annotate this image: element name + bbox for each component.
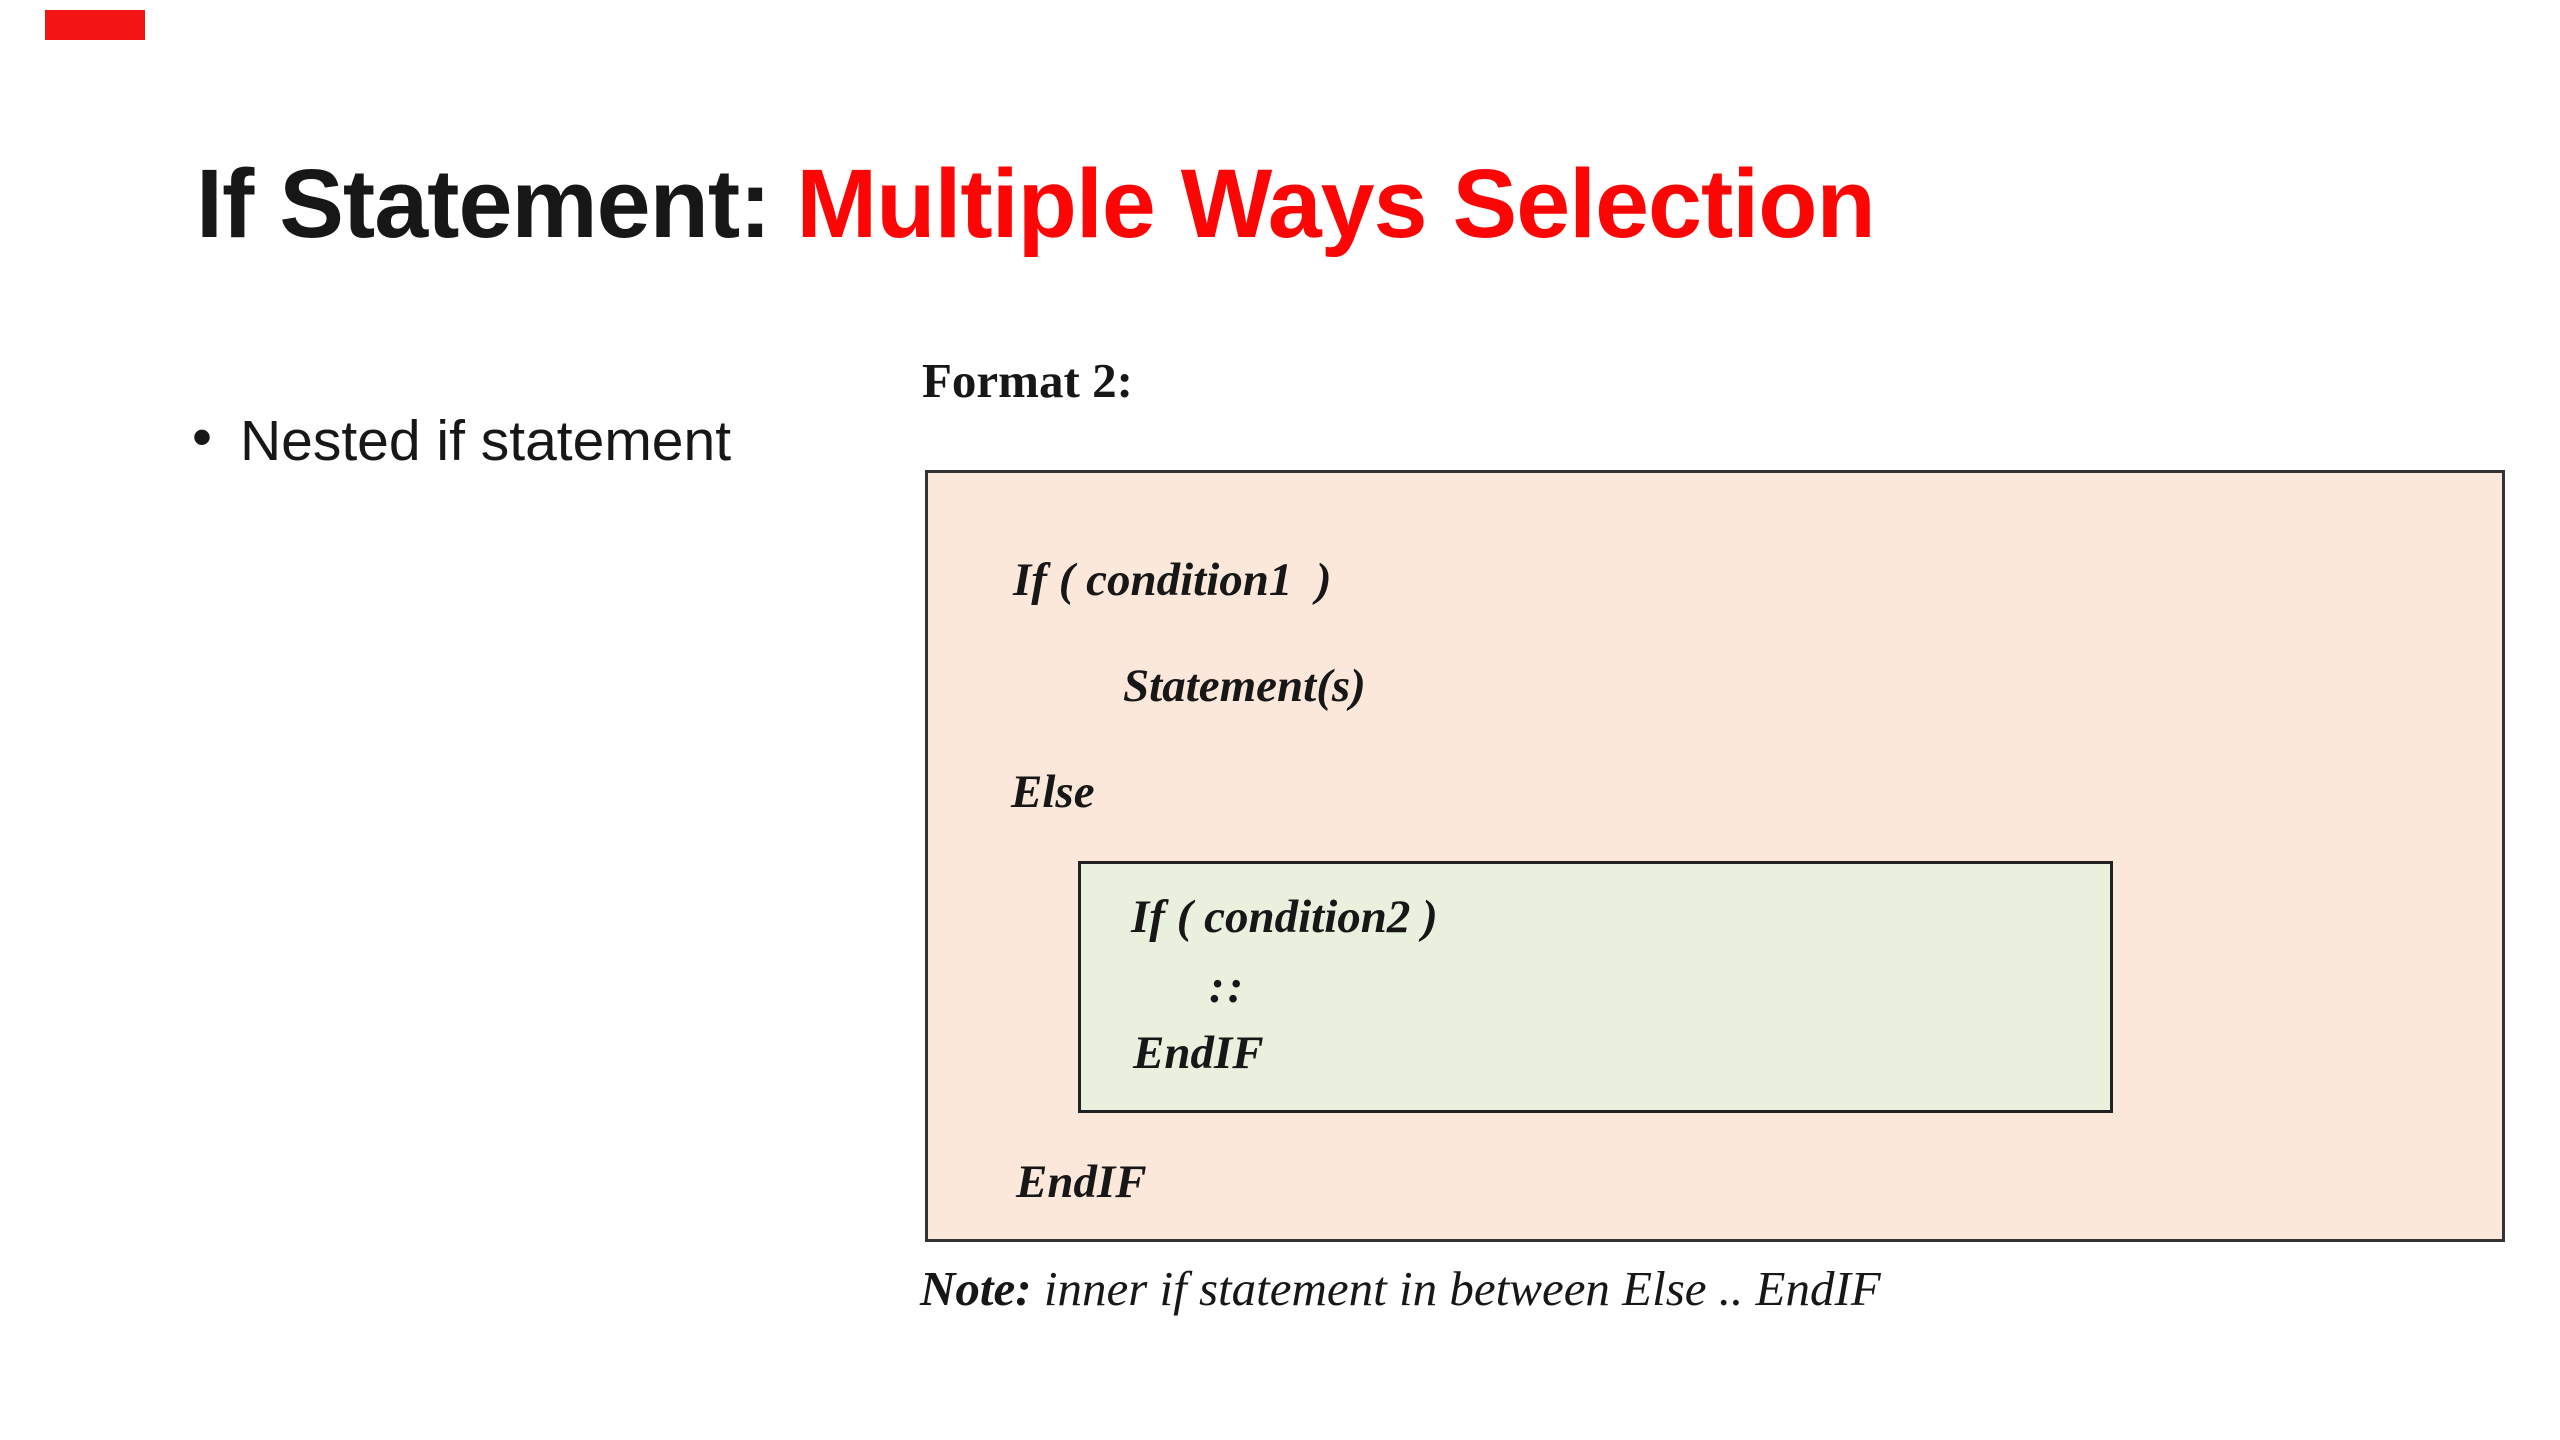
outer-code-box: If ( condition1 ) Statement(s) Else If (… — [925, 470, 2505, 1242]
code-line-endif-inner: EndIF — [1133, 1027, 1264, 1079]
format-label: Format 2: — [922, 353, 1133, 408]
slide-title: If Statement: Multiple Ways Selection — [196, 148, 1876, 260]
code-line-else: Else — [1011, 766, 1095, 818]
title-text-red: Multiple Ways Selection — [796, 149, 1875, 258]
code-line-statements: Statement(s) — [1123, 660, 1366, 712]
note-text: inner if statement in between Else .. En… — [1031, 1261, 1881, 1316]
code-line-if-condition1: If ( condition1 ) — [1013, 554, 1332, 606]
bullet-text: Nested if statement — [239, 409, 732, 473]
note-line: Note: inner if statement in between Else… — [920, 1260, 1881, 1317]
note-label: Note: — [920, 1261, 1032, 1316]
recording-indicator — [45, 10, 145, 40]
code-line-endif-outer: EndIF — [1016, 1156, 1147, 1208]
code-line-if-condition2: If ( condition2 ) — [1131, 891, 1438, 943]
code-line-body-ellipsis: :: — [1209, 961, 1247, 1013]
title-text-black: If Statement: — [196, 149, 797, 258]
bullet-glyph: • — [192, 405, 212, 469]
inner-code-box: If ( condition2 ) :: EndIF — [1078, 861, 2113, 1113]
bullet-item: • Nested if statement — [192, 405, 732, 474]
